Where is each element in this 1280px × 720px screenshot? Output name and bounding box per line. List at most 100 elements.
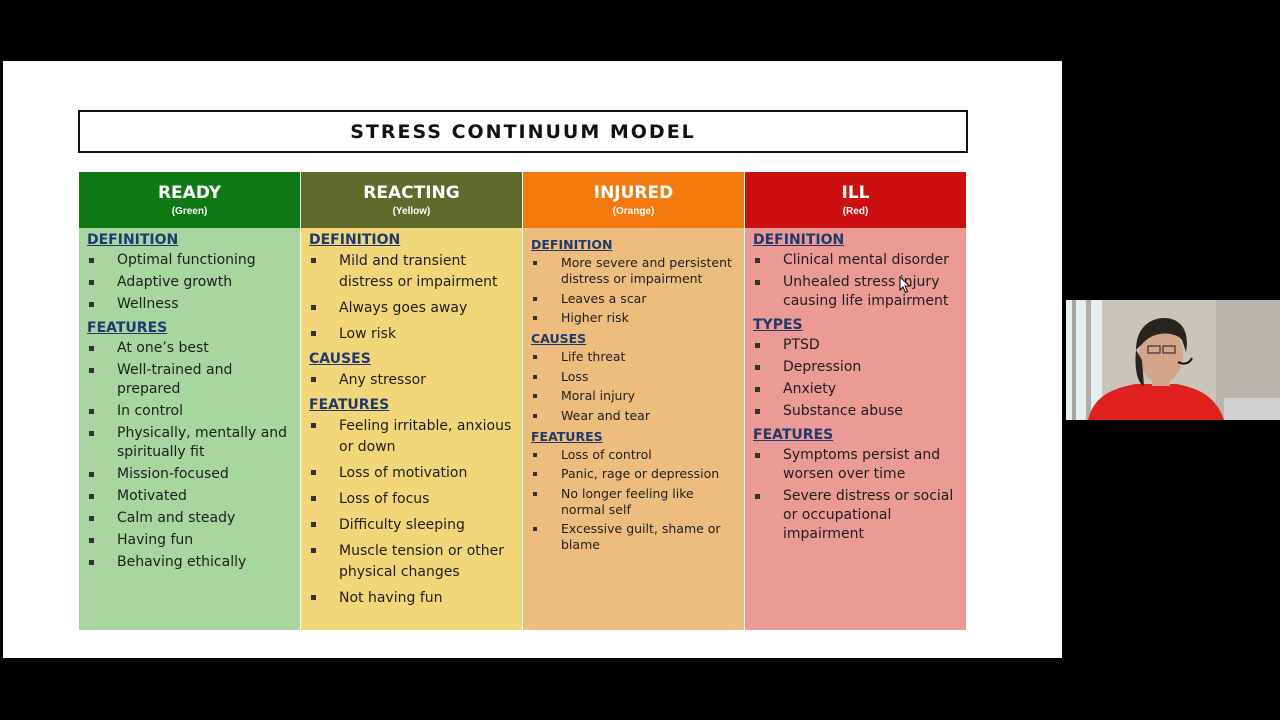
square-bullet-icon xyxy=(755,280,760,285)
square-bullet-icon xyxy=(89,431,94,436)
list-item-text: PTSD xyxy=(783,337,820,353)
list-item-text: Loss xyxy=(561,368,589,384)
square-bullet-icon xyxy=(311,522,316,527)
list-item-text: Optimal functioning xyxy=(117,252,256,268)
square-bullet-icon xyxy=(533,394,537,398)
square-bullet-icon xyxy=(89,472,94,477)
list-item: Excessive guilt, shame or blame xyxy=(531,521,744,553)
list-item-text: Behaving ethically xyxy=(117,554,247,570)
list-item: Not having fun xyxy=(309,588,522,609)
list-item: More severe and persistent distress or i… xyxy=(531,255,744,287)
column-header: READY (Green) xyxy=(79,172,300,228)
section-heading: TYPES xyxy=(753,317,803,333)
list-item: Life threat xyxy=(531,349,744,365)
list-item-text: Wear and tear xyxy=(561,407,650,423)
square-bullet-icon xyxy=(311,548,316,553)
square-bullet-icon xyxy=(755,258,760,263)
list-item: Severe distress or social or occupationa… xyxy=(753,487,966,544)
column-body: DEFINITION More severe and persistent dis… xyxy=(523,228,744,553)
list-item: PTSD xyxy=(753,336,966,355)
list-item: Higher risk xyxy=(531,310,744,326)
section-heading: FEATURES xyxy=(531,428,603,444)
section-heading: DEFINITION xyxy=(309,232,401,248)
list-item: Panic, rage or depression xyxy=(531,466,744,482)
square-bullet-icon xyxy=(533,316,537,320)
column-header: ILL (Red) xyxy=(745,172,966,228)
list-item-text: Physically, mentally and spiritually fit xyxy=(117,425,288,460)
square-bullet-icon xyxy=(755,494,760,499)
list-item: Low risk xyxy=(309,324,522,345)
section-heading: FEATURES xyxy=(753,427,834,443)
bullet-list: Any stressor xyxy=(309,370,522,391)
square-bullet-icon xyxy=(533,491,537,496)
section-heading: FEATURES xyxy=(87,320,168,336)
square-bullet-icon xyxy=(755,387,760,392)
list-item-text: Difficulty sleeping xyxy=(339,517,465,533)
list-item: Loss of motivation xyxy=(309,463,522,484)
list-item-text: Substance abuse xyxy=(783,403,903,419)
list-item-text: Well-trained and prepared xyxy=(117,362,233,397)
section-heading: DEFINITION xyxy=(531,237,613,252)
square-bullet-icon xyxy=(755,409,760,414)
column-header: REACTING (Yellow) xyxy=(301,172,522,228)
square-bullet-icon xyxy=(311,470,316,475)
list-item-text: Life threat xyxy=(561,349,626,364)
list-item-text: Wellness xyxy=(117,296,179,312)
square-bullet-icon xyxy=(311,595,316,600)
list-item-text: At one’s best xyxy=(117,340,209,356)
square-bullet-icon xyxy=(311,305,316,310)
square-bullet-icon xyxy=(533,374,537,379)
square-bullet-icon xyxy=(89,516,94,521)
list-item-text: Having fun xyxy=(117,532,194,548)
webcam-video xyxy=(1066,300,1280,420)
list-item: Adaptive growth xyxy=(87,273,300,292)
square-bullet-icon xyxy=(533,452,537,457)
square-bullet-icon xyxy=(311,423,316,428)
list-item-text: Clinical mental disorder xyxy=(783,252,949,268)
square-bullet-icon xyxy=(89,280,94,285)
list-item-text: Leaves a scar xyxy=(561,290,647,306)
list-item: Depression xyxy=(753,358,966,377)
column-color-label: (Red) xyxy=(842,206,869,217)
square-bullet-icon xyxy=(89,409,94,414)
list-item-text: Feeling irritable, anxious or down xyxy=(339,418,512,455)
list-item: Wear and tear xyxy=(531,408,744,424)
square-bullet-icon xyxy=(89,538,94,543)
slide-title: STRESS CONTINUUM MODEL xyxy=(78,110,968,153)
column-title: ILL xyxy=(841,183,870,203)
square-bullet-icon xyxy=(533,413,537,418)
list-item: Well-trained and prepared xyxy=(87,361,300,399)
square-bullet-icon xyxy=(755,453,760,458)
list-item-text: Motivated xyxy=(117,488,187,504)
column-header: INJURED (Orange) xyxy=(523,172,744,228)
list-item: Wellness xyxy=(87,295,300,314)
list-item-text: Loss of focus xyxy=(339,491,430,507)
list-item-text: Moral injury xyxy=(561,388,636,403)
list-item: Leaves a scar xyxy=(531,291,744,307)
list-item-text: Mild and transient distress or impairmen… xyxy=(339,253,498,290)
list-item: No longer feeling like normal self xyxy=(531,486,744,518)
column-title: INJURED xyxy=(593,183,674,203)
square-bullet-icon xyxy=(533,355,537,359)
square-bullet-icon xyxy=(755,343,760,348)
column-color-label: (Orange) xyxy=(612,206,655,217)
list-item-text: Anxiety xyxy=(783,381,837,397)
square-bullet-icon xyxy=(311,496,316,501)
list-item: Feeling irritable, anxious or down xyxy=(309,416,522,458)
list-item: Anxiety xyxy=(753,380,966,399)
list-item: Always goes away xyxy=(309,298,522,319)
list-item-text: Adaptive growth xyxy=(117,274,233,290)
section-heading: FEATURES xyxy=(309,397,390,413)
column-title: READY xyxy=(157,183,222,203)
list-item: Physically, mentally and spiritually fit xyxy=(87,424,300,462)
square-bullet-icon xyxy=(311,331,316,336)
list-item-text: Always goes away xyxy=(339,300,468,316)
